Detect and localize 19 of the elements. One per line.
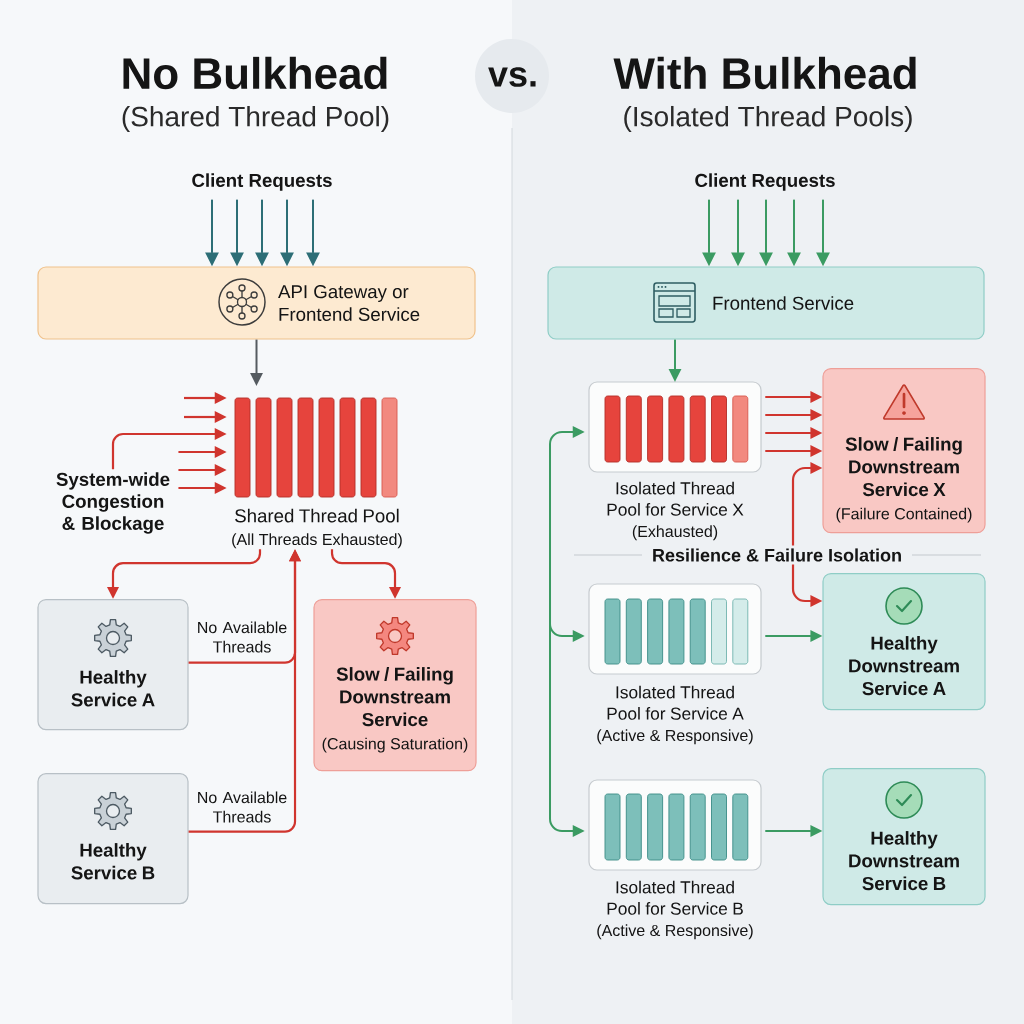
service-box: Healthy Downstream Service B: [822, 768, 986, 906]
section-label: Resilience & Failure Isolation: [653, 548, 901, 562]
source-label: Client Requests: [695, 173, 835, 191]
service-box: Healthy Service A: [37, 599, 189, 731]
subheading: (Shared Thread Pool): [122, 105, 389, 133]
vs-badge: vs.: [475, 39, 549, 113]
edge-label: No Available Threads: [190, 790, 294, 824]
frontend-box: Frontend Service: [547, 266, 985, 340]
callout-text: System-wide Congestion & Blockage: [56, 472, 170, 534]
failing-service-box: Slow / Failing Downstream Service (Causing Saturation): [313, 599, 477, 772]
subheading: (Isolated Thread Pools): [624, 105, 912, 133]
gateway-box: API Gateway or Frontend Service: [37, 266, 476, 340]
service-box: Healthy Downstream Service A: [822, 573, 986, 711]
source-label: Client Requests: [192, 173, 332, 191]
failing-service-box: Slow / Failing Downstream Service X (Failure Contained): [822, 368, 986, 534]
heading: With Bulkhead: [613, 56, 916, 90]
service-box: Healthy Service B: [37, 773, 189, 905]
heading: No Bulkhead: [123, 56, 387, 90]
edge-label: No Available Threads: [190, 620, 294, 654]
